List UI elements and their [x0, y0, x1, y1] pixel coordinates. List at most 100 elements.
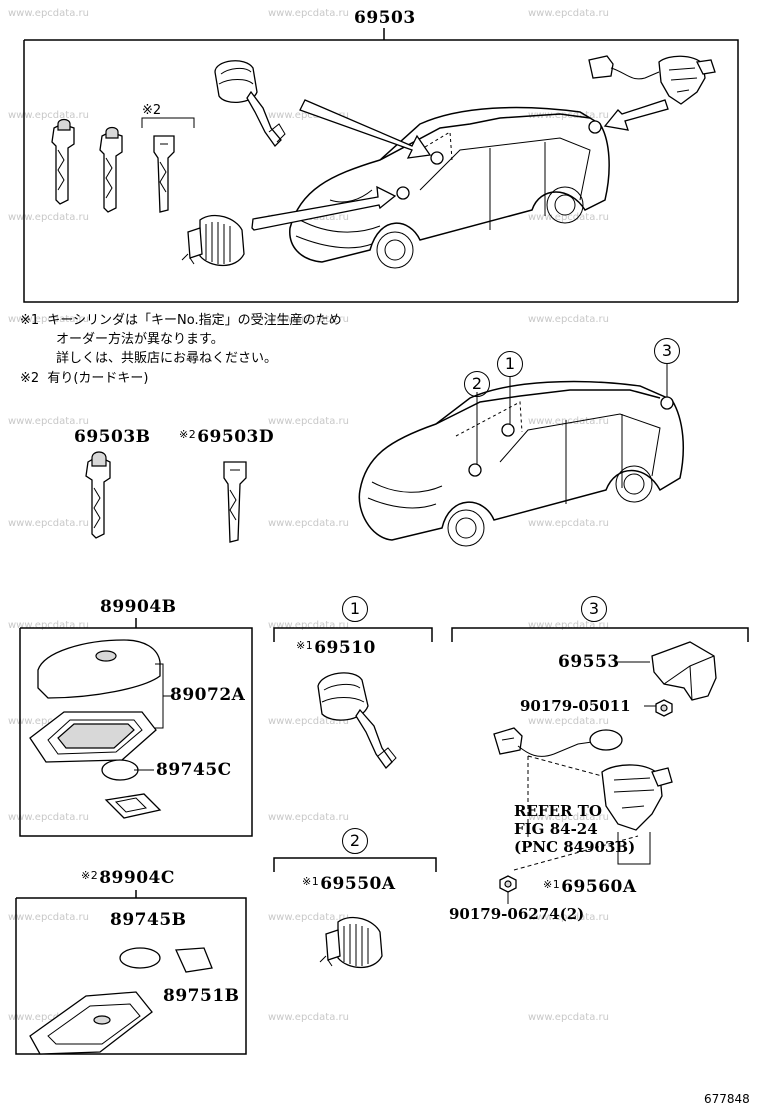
- part-label-69503[interactable]: 69503: [354, 8, 416, 28]
- watermark: www.epcdata.ru: [8, 716, 89, 727]
- part-label-89072A[interactable]: 89072A: [170, 685, 246, 705]
- refer-line-3: (PNC 84903B): [514, 838, 636, 856]
- location-dot: [660, 396, 674, 410]
- key-card-emergency: [153, 135, 175, 213]
- note-1-line-3: 詳しくは、共販店にお尋ねください。: [56, 351, 278, 366]
- refer-note: REFER TO FIG 84-24 (PNC 84903B): [514, 802, 635, 856]
- part-label-89904B[interactable]: 89904B: [100, 597, 177, 617]
- note-mark-2: ※2: [20, 371, 40, 386]
- key-69503B-illustration: [85, 451, 111, 539]
- part-label-90179-06274[interactable]: 90179-06274(2): [449, 905, 585, 923]
- note-1-line-1: ※1 キーシリンダは「キーNo.指定」の受注生産のため: [20, 309, 342, 328]
- part-label-69503B[interactable]: 69503B: [74, 427, 151, 447]
- watermark: www.epcdata.ru: [8, 812, 89, 823]
- part-label-69510[interactable]: ※169510: [296, 638, 376, 658]
- diagram-id: 677848: [704, 1092, 750, 1106]
- note-2-line: ※2 有り(カードキー): [20, 367, 148, 386]
- middle-car-illustration: [358, 363, 684, 547]
- note-mark-1: ※1: [20, 313, 40, 328]
- refer-line-1: REFER TO: [514, 802, 602, 820]
- mark-text: ※2: [81, 869, 99, 882]
- part-label-69560A[interactable]: ※169560A: [543, 877, 637, 897]
- callout-3-group[interactable]: 3: [581, 596, 607, 622]
- refer-line-2: FIG 84-24: [514, 820, 598, 838]
- note-2-text: 有り(カードキー): [47, 371, 149, 386]
- watermark: www.epcdata.ru: [528, 314, 609, 325]
- callout-1-car[interactable]: 1: [497, 351, 523, 377]
- bracket-top: [141, 117, 195, 128]
- part-label-90179-05011[interactable]: 90179-05011: [520, 697, 631, 715]
- box-89904B-frame: [19, 618, 253, 837]
- key-a: [51, 118, 75, 205]
- watermark: www.epcdata.ru: [528, 212, 609, 223]
- callout-2-car[interactable]: 2: [464, 371, 490, 397]
- smart-key-case-illustration: [29, 639, 162, 819]
- watermark: www.epcdata.ru: [268, 110, 349, 121]
- watermark: www.epcdata.ru: [528, 8, 609, 19]
- mark-text: ※2: [142, 103, 162, 118]
- bracket-group-2: [273, 857, 437, 872]
- watermark: www.epcdata.ru: [528, 416, 609, 427]
- part-label-89751B[interactable]: 89751B: [163, 986, 240, 1006]
- leader-89072A: [155, 663, 173, 729]
- box-89904C-frame: [15, 890, 247, 1055]
- watermark: www.epcdata.ru: [268, 8, 349, 19]
- watermark: www.epcdata.ru: [8, 620, 89, 631]
- part-label-89745B[interactable]: 89745B: [110, 910, 187, 930]
- mark-text: ※1: [543, 878, 561, 891]
- mark-text: ※1: [296, 639, 314, 652]
- ignition-cylinder-69550A-illustration: [319, 916, 383, 969]
- ignition-cylinder-illustration: [181, 214, 245, 267]
- part-number-text: 69503D: [197, 427, 275, 447]
- part-number-text: 89904C: [99, 868, 175, 888]
- watermark: www.epcdata.ru: [268, 1012, 349, 1023]
- watermark: www.epcdata.ru: [8, 518, 89, 529]
- leader-89745C: [134, 769, 154, 771]
- note-1-line-2: オーダー方法が異なります。: [56, 332, 224, 347]
- note-1-text: キーシリンダは「キーNo.指定」の受注生産のため: [47, 313, 342, 328]
- key-69503D-illustration: [223, 461, 247, 543]
- part-label-69550A[interactable]: ※169550A: [302, 874, 396, 894]
- watermark: www.epcdata.ru: [268, 620, 349, 631]
- key-b: [99, 126, 123, 213]
- part-label-89745C[interactable]: 89745C: [156, 760, 232, 780]
- part-number-text: 69510: [314, 638, 376, 658]
- watermark: www.epcdata.ru: [268, 812, 349, 823]
- trunk-cylinder-69560A-illustration: [493, 727, 673, 871]
- watermark: www.epcdata.ru: [8, 912, 89, 923]
- part-number-text: 69550A: [320, 874, 396, 894]
- watermark: www.epcdata.ru: [8, 314, 89, 325]
- location-dot: [396, 186, 410, 200]
- part-label-69503D[interactable]: ※269503D: [179, 427, 274, 447]
- door-cylinder-illustration: [214, 60, 286, 148]
- watermark: www.epcdata.ru: [268, 912, 349, 923]
- callout-2-group[interactable]: 2: [342, 828, 368, 854]
- mark-text: ※2: [179, 428, 197, 441]
- watermark: www.epcdata.ru: [528, 518, 609, 529]
- part-number-text: 69560A: [561, 877, 637, 897]
- part-label-69553[interactable]: 69553: [558, 652, 620, 672]
- top-car-illustration: [251, 99, 669, 269]
- note-mark-2-top: ※2: [142, 103, 161, 118]
- watermark: www.epcdata.ru: [528, 716, 609, 727]
- watermark: www.epcdata.ru: [528, 1012, 609, 1023]
- location-dot: [430, 151, 444, 165]
- part-label-89904C[interactable]: ※289904C: [81, 868, 175, 888]
- top-keys-illustration: [51, 118, 175, 213]
- watermark: www.epcdata.ru: [8, 212, 89, 223]
- door-lock-cylinder-69510-illustration: [317, 672, 397, 770]
- location-dot: [588, 120, 602, 134]
- watermark: www.epcdata.ru: [268, 518, 349, 529]
- nut-90179-06274-illustration: [499, 875, 517, 904]
- watermark: www.epcdata.ru: [268, 416, 349, 427]
- location-dot: [501, 423, 515, 437]
- bracket-group-3: [451, 627, 749, 642]
- callout-1-group[interactable]: 1: [342, 596, 368, 622]
- trunk-cylinder-illustration: [588, 55, 716, 105]
- watermark: www.epcdata.ru: [8, 1012, 89, 1023]
- mark-text: ※1: [302, 875, 320, 888]
- cover-69553-illustration: [618, 641, 717, 701]
- callout-3-car[interactable]: 3: [654, 338, 680, 364]
- location-dot: [468, 463, 482, 477]
- watermark: www.epcdata.ru: [528, 812, 609, 823]
